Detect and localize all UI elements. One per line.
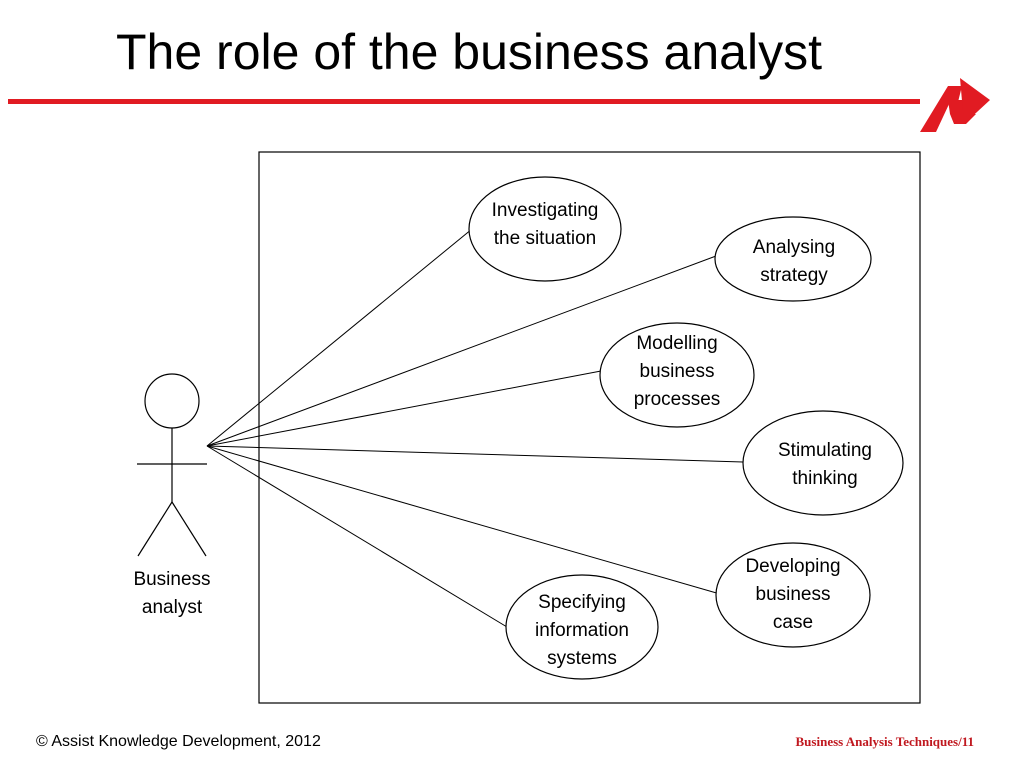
use-case-label-specifying: Specifying information systems: [506, 589, 658, 673]
use-case-label-investigating: Investigating the situation: [470, 197, 620, 253]
association-developing: [206, 445, 721, 595]
use-case-investigating: [468, 176, 622, 282]
red-a-arrow-logo-icon: [920, 78, 990, 132]
title-underline-rule: [8, 99, 920, 104]
use-case-developing: [715, 542, 871, 648]
actor-label-line: Business: [133, 569, 211, 590]
use-case-line: Stimulating: [778, 440, 872, 461]
system-boundary: [258, 151, 921, 704]
use-case-line: Developing: [745, 556, 841, 577]
use-case-line: case: [772, 612, 814, 633]
actor-label: Business analyst: [110, 566, 234, 622]
use-case-line: processes: [633, 389, 721, 410]
association-investigating: [206, 228, 473, 447]
use-case-stimulating: [742, 410, 904, 516]
association-modelling: [206, 370, 602, 447]
actor-label-line: analyst: [141, 597, 203, 618]
use-case-line: the situation: [493, 228, 597, 249]
use-case-line: Specifying: [538, 592, 626, 613]
stick-figure-actor-icon: [137, 373, 207, 557]
use-case-line: business: [639, 361, 715, 382]
use-case-line: strategy: [760, 265, 828, 286]
association-analysing: [206, 255, 717, 447]
use-case-line: Analysing: [752, 237, 836, 258]
use-case-line: Investigating: [491, 200, 599, 221]
use-case-line: systems: [547, 648, 617, 669]
association-lines: [206, 228, 744, 628]
use-case-line: Modelling: [636, 333, 718, 354]
use-case-label-stimulating: Stimulating thinking: [745, 437, 905, 493]
use-case-analysing: [714, 216, 872, 302]
use-case-label-modelling: Modelling business processes: [600, 330, 754, 414]
association-stimulating: [206, 445, 744, 463]
use-case-label-analysing: Analysing strategy: [716, 234, 872, 290]
use-case-line: thinking: [792, 468, 858, 489]
use-case-label-developing: Developing business case: [716, 553, 870, 637]
use-case-line: business: [755, 584, 831, 605]
association-specifying: [206, 445, 508, 628]
use-case-modelling: [599, 322, 755, 428]
slide-title: The role of the business analyst: [116, 24, 822, 80]
use-case-line: information: [535, 620, 629, 641]
footer-copyright: © Assist Knowledge Development, 2012: [36, 733, 321, 750]
use-case-specifying: [505, 574, 659, 680]
footer-page-ref: Business Analysis Techniques/11: [795, 734, 974, 749]
